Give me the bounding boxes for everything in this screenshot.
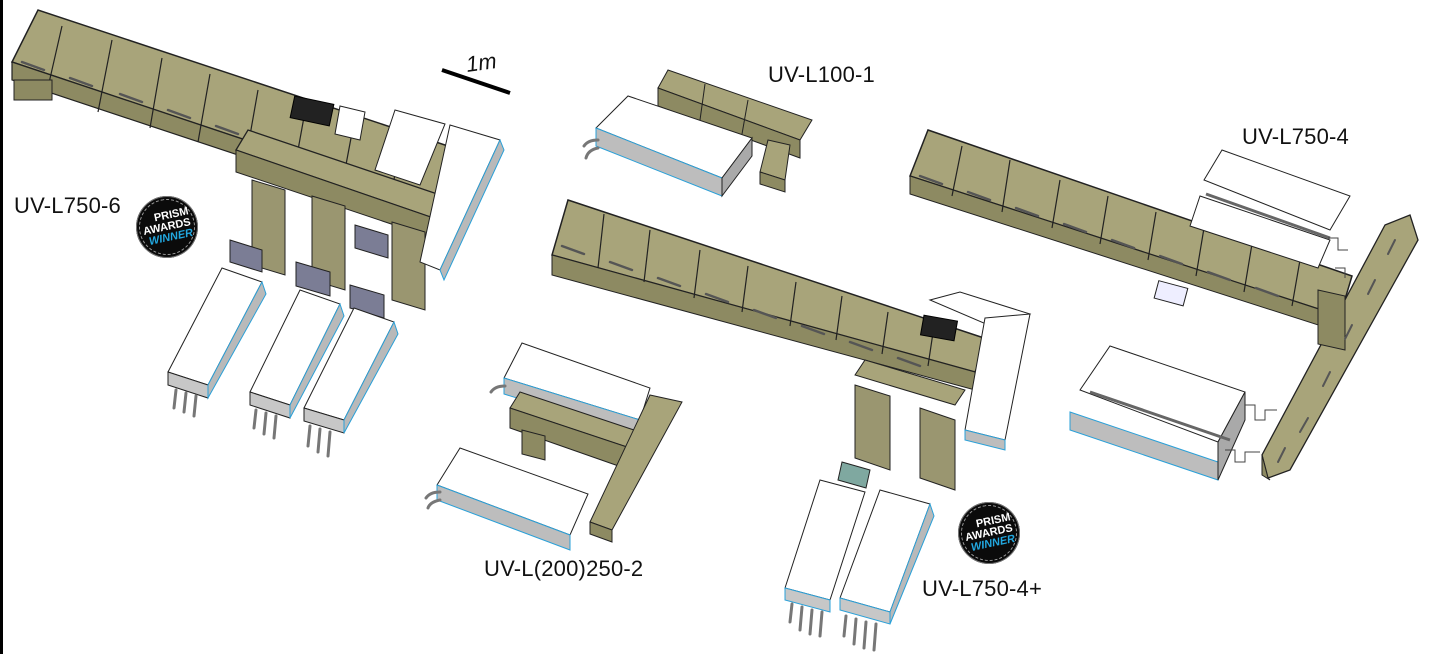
system-uv-l750-4plus — [551, 199, 1032, 652]
system-uv-l100-1 — [582, 69, 813, 198]
system-uv-l750-6 — [10, 9, 505, 458]
scale-bar — [441, 68, 511, 95]
label-uv-l100-1: UV-L100-1 — [768, 62, 875, 87]
label-uv-l200-250-2: UV-L(200)250-2 — [484, 556, 644, 581]
system-uv-l750-4 — [909, 129, 1419, 481]
label-uv-l750-6: UV-L750-6 — [14, 193, 121, 218]
power-supply-units — [167, 105, 505, 458]
label-uv-l750-4: UV-L750-4 — [1242, 124, 1349, 149]
system-uv-l200-250-2 — [424, 342, 683, 551]
scale-bar-label: 1m — [464, 47, 499, 78]
amplifier-stage — [229, 95, 456, 319]
label-uv-l750-4plus: UV-L750-4+ — [922, 576, 1043, 601]
left-border — [0, 0, 3, 654]
